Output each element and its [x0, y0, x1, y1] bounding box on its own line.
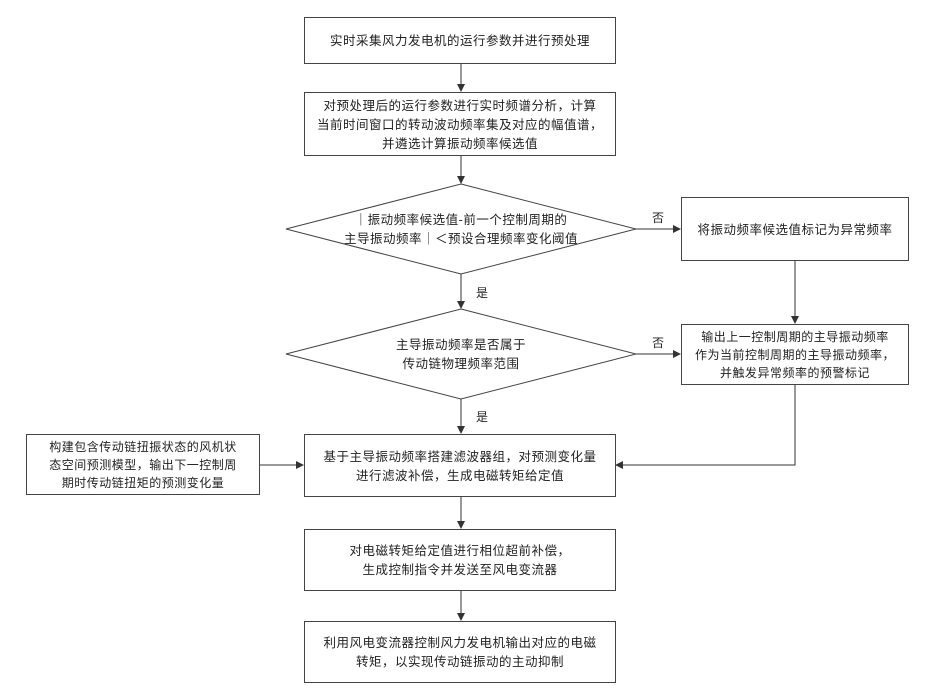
- s4-line-2: 进行滤波补偿，生成电磁转矩给定值: [323, 466, 596, 485]
- label-no-1: 否: [652, 209, 664, 226]
- step-state-space-model: 构建包含传动链扭振状态的风机状 态空间预测模型，输出下一控制周 期时传动链扭矩的…: [26, 434, 260, 495]
- label-yes-2: 是: [476, 408, 488, 425]
- arrow-r2-s4: [616, 385, 795, 465]
- r2-line-3: 并触发异常频率的预警标记: [695, 364, 895, 382]
- step-phase-compensation: 对电磁转矩给定值进行相位超前补偿， 生成控制指令并发送至风电变流器: [304, 529, 616, 591]
- s2-line-2: 当前时间窗口的转动波动频率集及对应的幅值谱，: [317, 115, 603, 134]
- step-output-previous: 输出上一控制周期的主导振动频率 作为当前控制周期的主导振动频率， 并触发异常频率…: [681, 324, 909, 385]
- step-spectrum-analysis: 对预处理后的运行参数进行实时频谱分析，计算 当前时间窗口的转动波动频率集及对应的…: [304, 92, 616, 156]
- d1-line-2: 主导振动频率｜＜预设合理频率变化阈值: [306, 229, 616, 248]
- s4-line-1: 基于主导振动频率搭建滤波器组，对预测变化量: [323, 447, 596, 466]
- d2-line-2: 传动链物理频率范围: [336, 354, 586, 373]
- step-mark-abnormal: 将振动频率候选值标记为异常频率: [681, 197, 909, 261]
- step-filter-bank: 基于主导振动频率搭建滤波器组，对预测变化量 进行滤波补偿，生成电磁转矩给定值: [304, 434, 616, 497]
- step-collect-params: 实时采集风力发电机的运行参数并进行预处理: [304, 17, 616, 64]
- decision-2-text: 主导振动频率是否属于 传动链物理频率范围: [336, 335, 586, 373]
- step-converter-control: 利用风电变流器控制风力发电机输出对应的电磁 转矩，以实现传动链振动的主动抑制: [304, 621, 616, 683]
- s2-line-1: 对预处理后的运行参数进行实时频谱分析，计算: [317, 96, 603, 115]
- s6-line-1: 利用风电变流器控制风力发电机输出对应的电磁: [323, 633, 596, 652]
- step-collect-params-text: 实时采集风力发电机的运行参数并进行预处理: [330, 31, 590, 50]
- d2-line-1: 主导振动频率是否属于: [336, 335, 586, 354]
- left-line-2: 态空间预测模型，输出下一控制周: [49, 456, 237, 474]
- step-mark-abnormal-text: 将振动频率候选值标记为异常频率: [697, 220, 892, 239]
- s5-line-1: 对电磁转矩给定值进行相位超前补偿，: [349, 541, 570, 560]
- r2-line-2: 作为当前控制周期的主导振动频率，: [695, 346, 895, 364]
- decision-1-text: ｜振动频率候选值-前一个控制周期的 主导振动频率｜＜预设合理频率变化阈值: [306, 210, 616, 248]
- s5-line-2: 生成控制指令并发送至风电变流器: [349, 560, 570, 579]
- s2-line-3: 并遴选计算振动频率候选值: [317, 134, 603, 153]
- label-no-2: 否: [652, 334, 664, 351]
- left-line-3: 期时传动链扭矩的预测变化量: [49, 474, 237, 492]
- left-line-1: 构建包含传动链扭振状态的风机状: [49, 438, 237, 456]
- r2-line-1: 输出上一控制周期的主导振动频率: [695, 328, 895, 346]
- d1-line-1: ｜振动频率候选值-前一个控制周期的: [306, 210, 616, 229]
- s6-line-2: 转矩，以实现传动链振动的主动抑制: [323, 652, 596, 671]
- label-yes-1: 是: [476, 284, 488, 301]
